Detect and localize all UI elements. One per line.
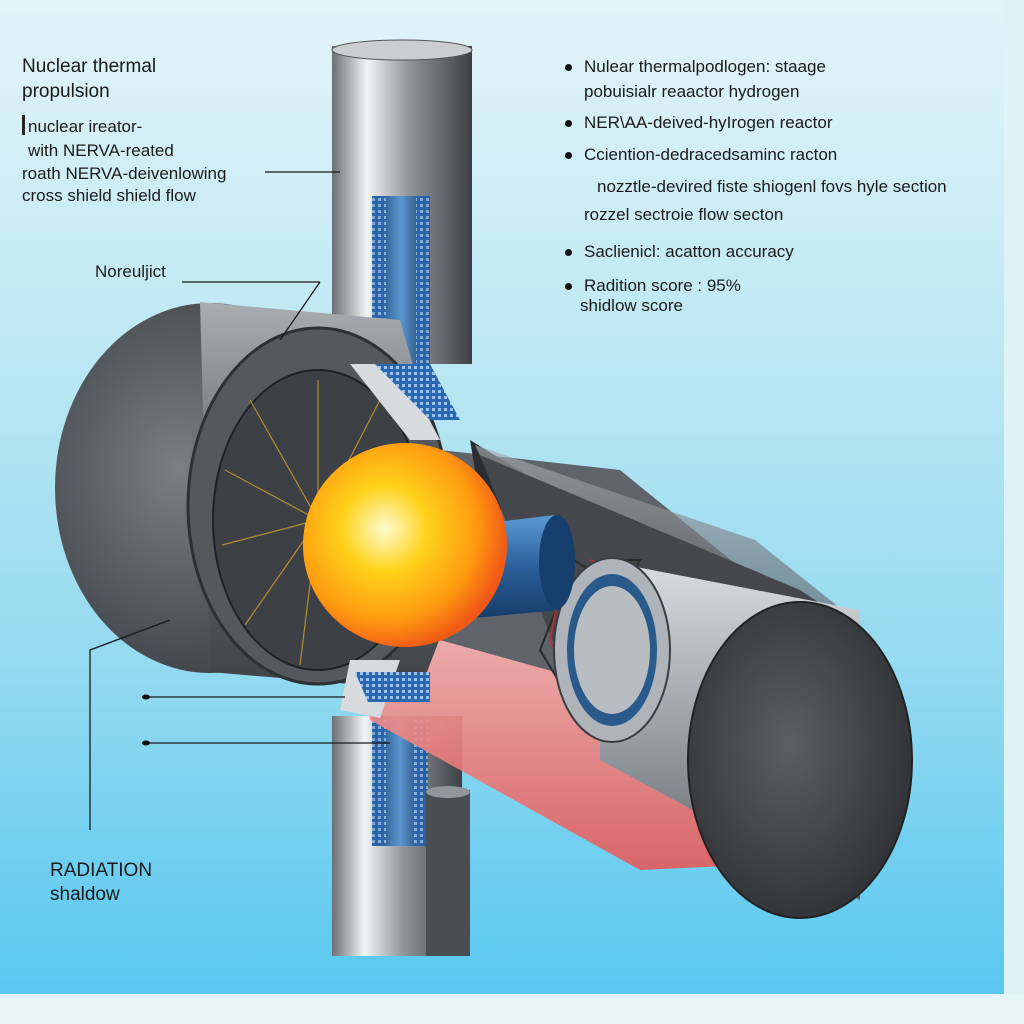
bullet-1-line-1: Nulear thermalpodlogen: staage (584, 57, 826, 76)
title-line-2: propulsion (22, 81, 110, 102)
bullet-3-line-2: nozztle-devired fiste shiogenl fovs hyle… (597, 177, 947, 196)
engine-drum (553, 557, 913, 919)
bullet-3-line-1: Cciention-dedracedsaminc racton (584, 145, 838, 164)
sub-line-2: with NERVA-reated (28, 141, 174, 160)
sub-line-3: roath NERVA-deivenlowing (22, 164, 227, 183)
sub-bar (22, 115, 25, 135)
radiation-label-1: RADIATION (50, 860, 153, 881)
shield-chevrons (340, 364, 460, 718)
bullet-3-line-3: rozzel sectroie flow secton (584, 205, 784, 224)
bullet-2-line-1: NER\AA-deived-hyIrogen reactor (584, 113, 833, 132)
title-line-1: Nuclear thermal (22, 56, 157, 77)
bullet-dot (565, 249, 572, 256)
reactor-core-glow (303, 443, 507, 647)
leader-lines (89, 171, 390, 830)
bullet-4-line-1: Saclienicl: acatton accuracy (584, 242, 794, 261)
bullet-5-line-1: Radition score : 95% (584, 276, 741, 295)
bullet-dot (565, 283, 572, 290)
bullet-1-line-2: pobuisialr reaactor hydrogen (584, 82, 800, 101)
upper-pipe (331, 39, 473, 364)
sub-line-4: cross shield shield flow (22, 186, 196, 205)
radiation-label-2: shaldow (50, 884, 120, 905)
callout-dot (142, 694, 150, 700)
bullet-dot (565, 120, 572, 127)
noreuljict-label: Noreuljict (95, 262, 166, 281)
bullet-5-line-2: shidlow score (580, 296, 683, 315)
bullet-dot (565, 152, 572, 159)
sub-line-1: nuclear ireator- (28, 117, 143, 136)
callout-dot (142, 740, 150, 746)
bottom-strip (0, 994, 1024, 1024)
bullet-dot (565, 64, 572, 71)
